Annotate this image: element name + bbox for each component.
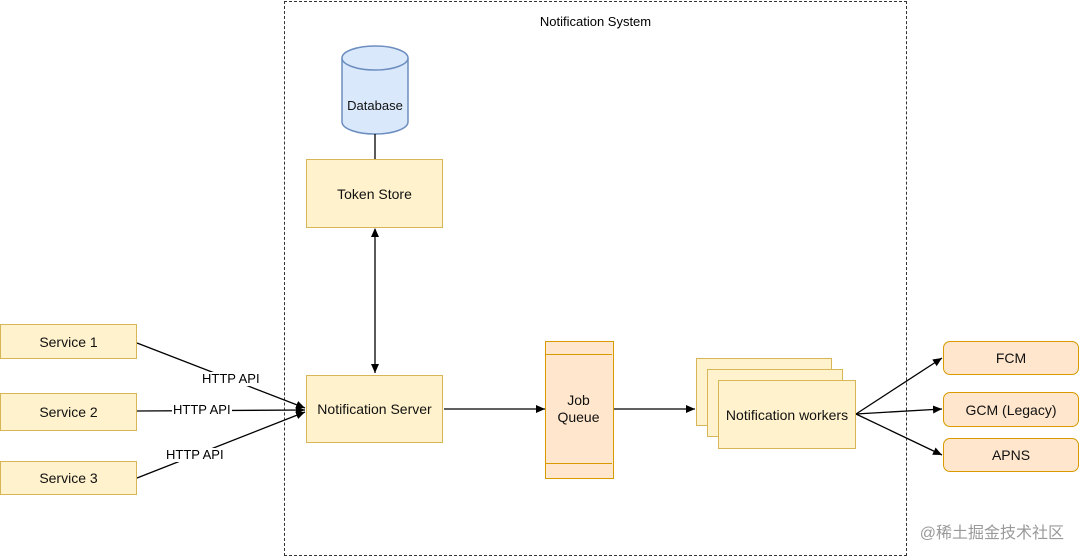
edge-service-3-server — [136, 411, 306, 479]
notification-system-boundary — [284, 1, 907, 556]
job-queue-bottom-divider — [545, 463, 612, 464]
fcm-label: FCM — [995, 350, 1027, 366]
service-1-node: Service 1 — [0, 324, 137, 359]
service-2-edge-label: HTTP API — [172, 402, 232, 417]
job-queue-body — [545, 341, 614, 479]
edge-workers-gcm — [855, 405, 943, 415]
gcm-label: GCM (Legacy) — [965, 401, 1057, 418]
apns-node: APNS — [943, 438, 1079, 472]
system-title: Notification System — [539, 14, 652, 29]
notification-workers-label: Notification workers — [725, 406, 849, 423]
service-3-label: Service 3 — [39, 470, 98, 486]
service-1-edge-label: HTTP API — [201, 371, 261, 386]
gcm-node: GCM (Legacy) — [943, 392, 1079, 427]
service-2-node: Service 2 — [0, 393, 137, 431]
service-3-edge-label: HTTP API — [165, 447, 225, 462]
service-2-label: Service 2 — [39, 404, 98, 420]
fcm-node: FCM — [943, 341, 1079, 375]
notification-server-label: Notification Server — [317, 401, 432, 417]
token-store-node: Token Store — [306, 159, 443, 228]
edge-workers-fcm — [855, 357, 943, 415]
notification-workers-node: Notification workers — [718, 380, 856, 449]
service-1-label: Service 1 — [39, 333, 98, 350]
token-store-label: Token Store — [337, 185, 412, 202]
job-queue-node: Job Queue — [545, 341, 614, 479]
notification-server-node: Notification Server — [306, 375, 443, 443]
job-queue-label: Job Queue — [557, 392, 600, 425]
edge-workers-apns — [855, 413, 943, 456]
apns-label: APNS — [991, 447, 1031, 463]
service-3-node: Service 3 — [0, 461, 137, 495]
database-label: Database — [347, 97, 403, 113]
watermark: @稀土掘金技术社区 — [919, 525, 1064, 542]
job-queue-top-divider — [545, 354, 612, 355]
